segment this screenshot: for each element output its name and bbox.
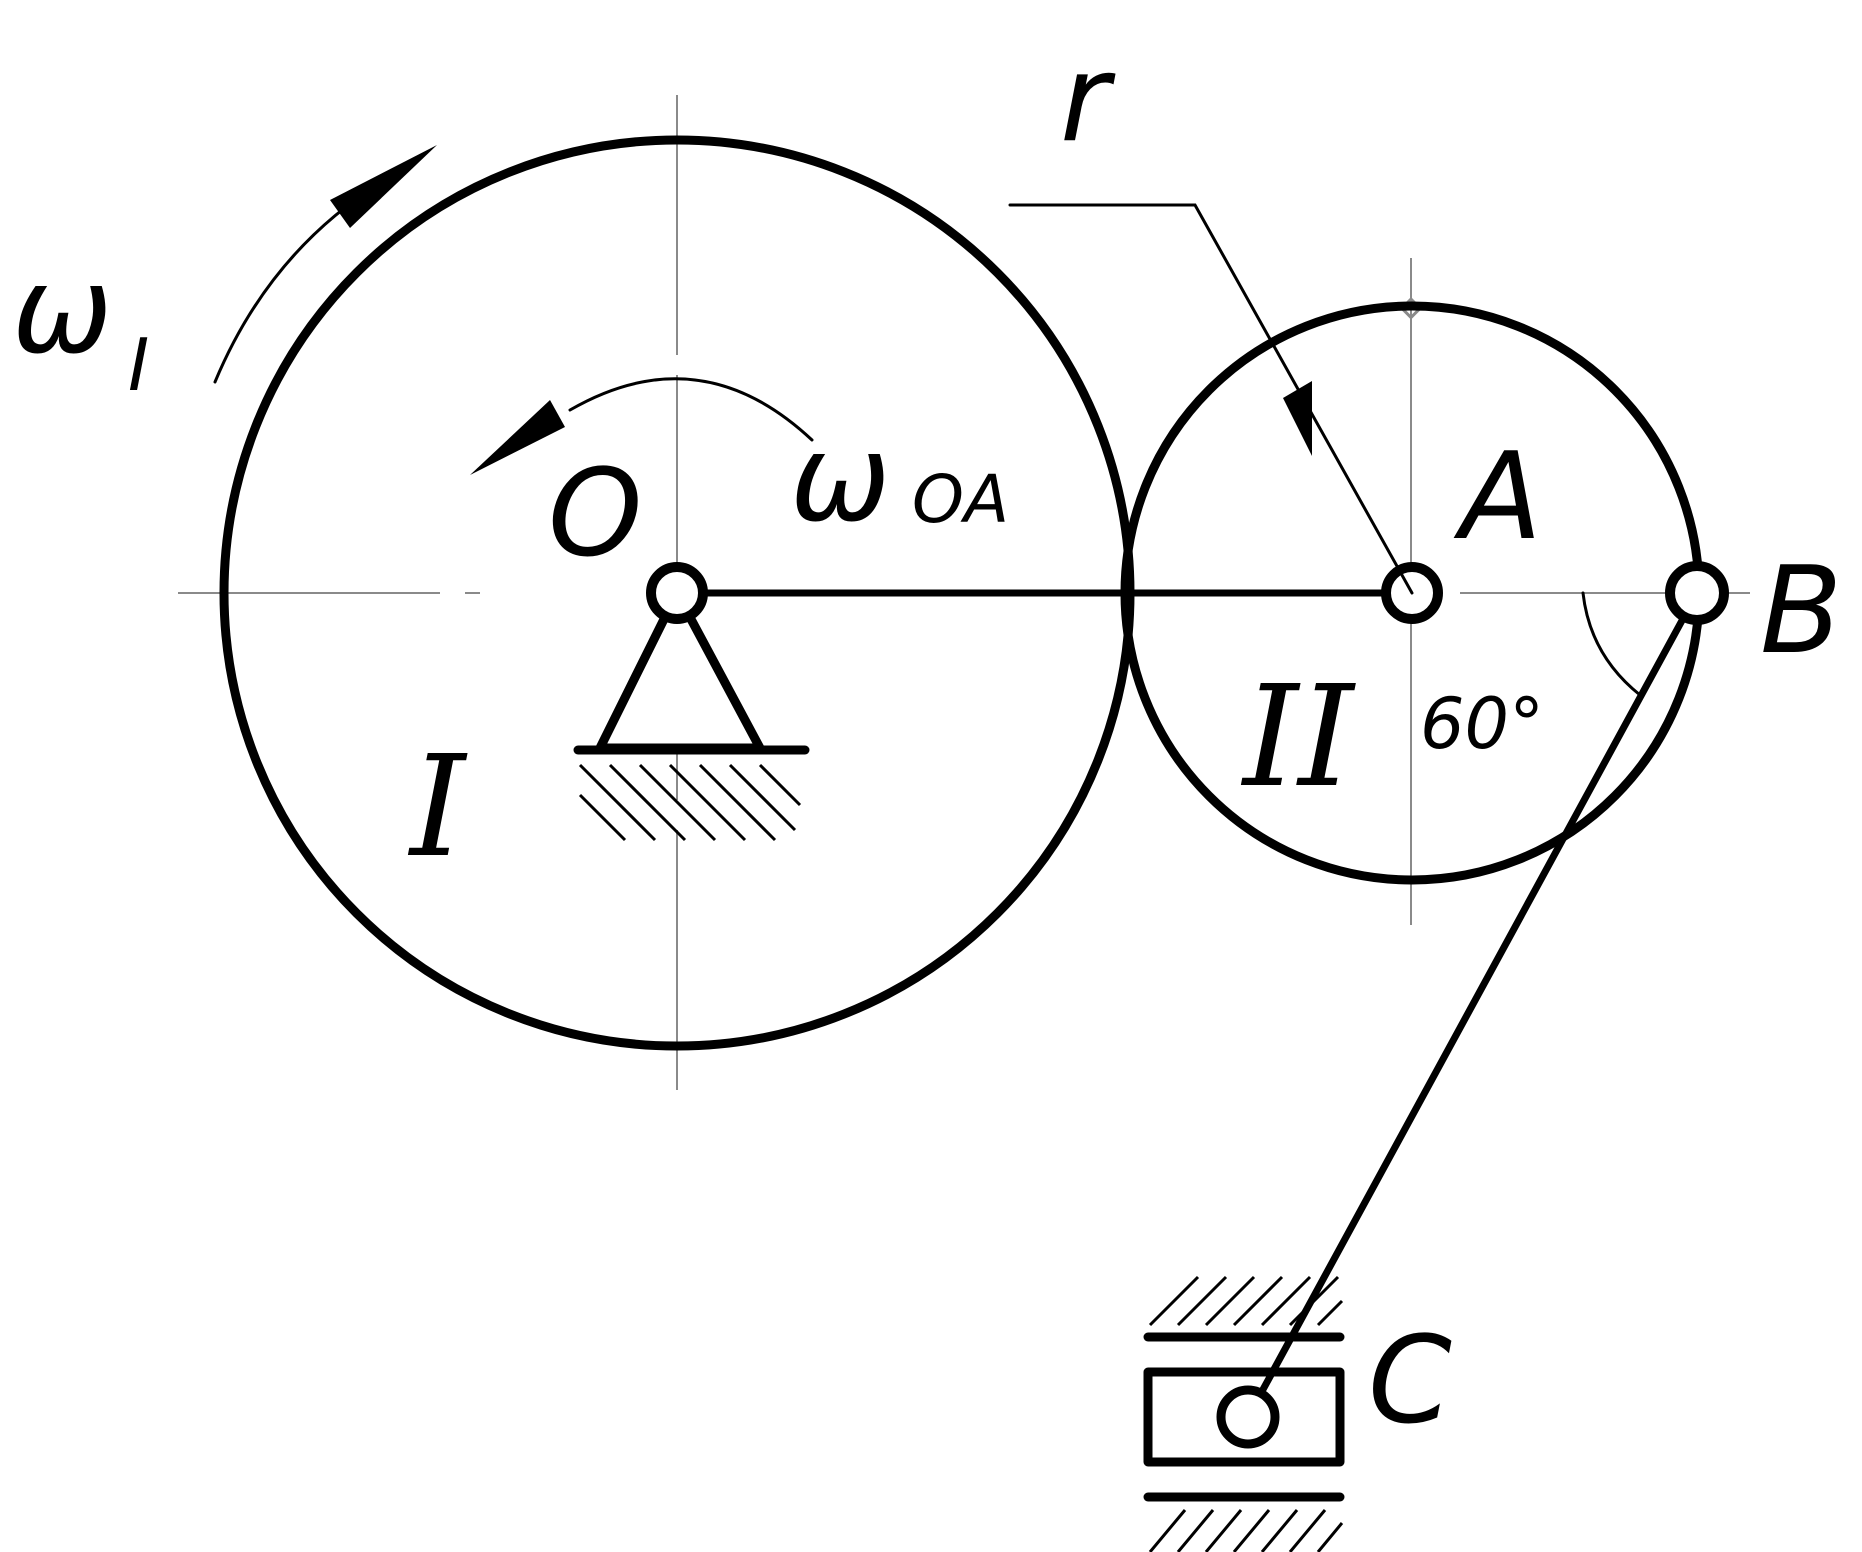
omegaOA-arc	[568, 377, 814, 442]
radius-arrowhead	[1283, 381, 1312, 456]
omega1-arrowhead	[330, 145, 437, 228]
slider-C	[1143, 1275, 1345, 1552]
label-omegaOA: ω	[790, 410, 891, 549]
connecting-rod-BC	[1244, 589, 1701, 1421]
label-angle-60: 60°	[1420, 683, 1544, 765]
omegaOA-arrow	[470, 377, 814, 475]
label-omega1-subscript: I	[128, 323, 149, 407]
joint-O	[646, 562, 708, 624]
label-r: r	[1060, 30, 1116, 169]
label-wheel-II: II	[1240, 656, 1356, 819]
joint-C	[1216, 1385, 1280, 1449]
angle-arc-60	[1581, 591, 1642, 697]
radius-leader-line	[1008, 203, 1414, 595]
omegaOA-arrowhead	[470, 400, 565, 475]
label-omega1: ω	[12, 242, 113, 381]
lower-guide-hatching	[1148, 1509, 1344, 1552]
label-B: B	[1760, 542, 1842, 681]
joint-B	[1665, 561, 1729, 625]
label-A: A	[1453, 428, 1542, 567]
omega1-arrow	[213, 145, 437, 384]
label-omegaOA-subscript: OA	[912, 461, 1009, 538]
label-C: C	[1368, 1312, 1452, 1451]
slider-block	[1143, 1367, 1345, 1467]
label-O: O	[548, 445, 642, 584]
support-hatching	[578, 763, 802, 842]
label-wheel-I: I	[407, 726, 468, 889]
fixed-support-O	[573, 588, 810, 842]
upper-guide-hatching	[1148, 1275, 1344, 1327]
radius-leader	[1008, 203, 1414, 595]
